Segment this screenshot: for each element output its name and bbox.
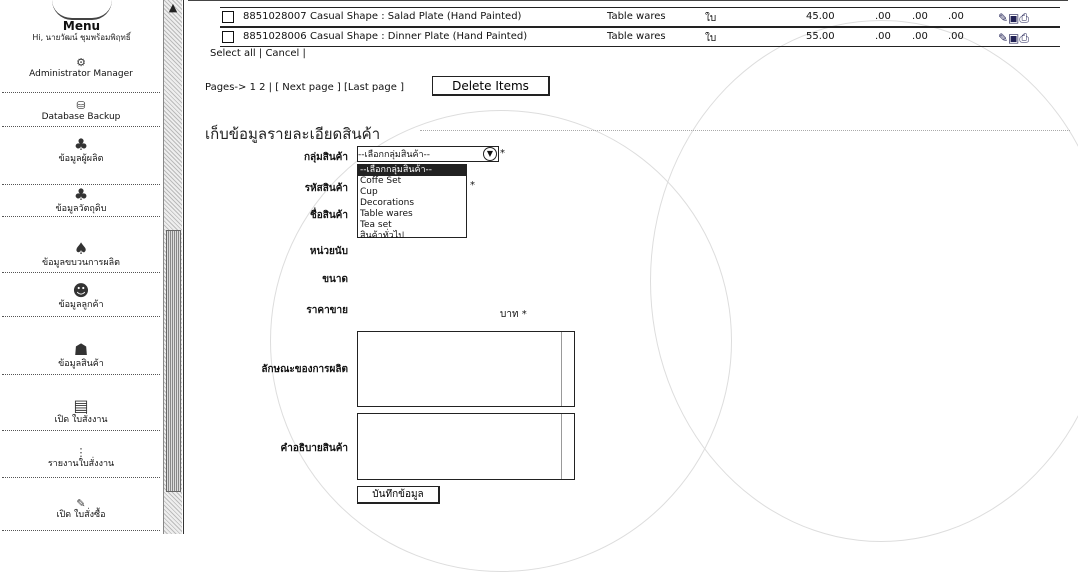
label-product-code: รหัสสินค้า bbox=[304, 183, 348, 194]
sidebar-item-label: ข้อมูลสินค้า bbox=[58, 359, 104, 369]
delete-items-button[interactable]: Delete Items bbox=[432, 76, 550, 96]
customer-icon: ☻ bbox=[72, 281, 90, 300]
label-size: ขนาด bbox=[322, 274, 348, 285]
sidebar-item-producer[interactable]: ♣ ข้อมูลผู้ผลิต bbox=[2, 136, 160, 185]
sidebar-item-label: เปิด ใบสั่งซื้อ bbox=[56, 510, 106, 520]
menu-header: Menu Hi, นายวัฒน์ ชุมพร้อมพิฤทธิ์ bbox=[0, 0, 163, 43]
sidebar-item-label: ข้อมูลผู้ผลิต bbox=[58, 154, 104, 164]
product-price: 55.00 bbox=[806, 31, 835, 42]
label-product-name: ชื่อสินค้า bbox=[309, 210, 348, 221]
admin-icon: ⚙ bbox=[76, 56, 86, 69]
table-row: 8851028006 Casual Shape : Dinner Plate (… bbox=[220, 27, 1060, 47]
label-unit: หน่วยนับ bbox=[309, 246, 348, 257]
row-action-icons[interactable]: ✎▣⎙ bbox=[998, 31, 1029, 45]
sidebar-item-purchase-order[interactable]: ✎ เปิด ใบสั่งซื้อ bbox=[2, 498, 160, 531]
sidebar-scrollbar[interactable]: ▲ bbox=[163, 0, 182, 534]
product-col-1: .00 bbox=[875, 31, 891, 42]
sidebar-item-database-backup[interactable]: ⛁ Database Backup bbox=[2, 100, 160, 127]
sidebar-item-work-order[interactable]: ▤ เปิด ใบสั่งงาน bbox=[2, 397, 160, 431]
sidebar-item-admin[interactable]: ⚙ Administrator Manager bbox=[2, 57, 160, 93]
process-icon: ♠ bbox=[73, 239, 89, 258]
label-product-group: กลุ่มสินค้า bbox=[303, 152, 348, 163]
product-category: Table wares bbox=[607, 11, 666, 22]
dropdown-option[interactable]: --เลือกกลุ่มสินค้า-- bbox=[358, 165, 466, 176]
producer-icon: ♣ bbox=[73, 135, 89, 154]
table-top-border bbox=[188, 0, 1068, 1]
menu-title: Menu bbox=[62, 19, 101, 33]
product-name: Casual Shape : Dinner Plate (Hand Painte… bbox=[310, 31, 528, 42]
product-icon: ☗ bbox=[73, 340, 89, 359]
table-row: 8851028007 Casual Shape : Salad Plate (H… bbox=[220, 7, 1060, 27]
product-col-3: .00 bbox=[948, 11, 964, 22]
required-mark: * bbox=[470, 180, 475, 191]
label-price: ราคาขาย bbox=[306, 305, 348, 316]
sidebar: Menu Hi, นายวัฒน์ ชุมพร้อมพิฤทธิ์ ⚙ Admi… bbox=[0, 0, 184, 534]
purchase-order-icon: ✎ bbox=[76, 497, 86, 510]
required-mark: * bbox=[500, 148, 505, 159]
product-code: 8851028006 bbox=[243, 31, 307, 42]
textarea-scrollbar[interactable] bbox=[561, 332, 574, 406]
database-icon: ⛁ bbox=[76, 99, 86, 112]
sidebar-item-material[interactable]: ♣ ข้อมูลวัตถุดิบ bbox=[2, 186, 160, 217]
product-group-select[interactable]: --เลือกกลุ่มสินค้า-- ▼ bbox=[357, 146, 499, 162]
sidebar-item-label: ข้อมูลลูกค้า bbox=[58, 300, 104, 310]
work-order-icon: ▤ bbox=[73, 396, 89, 415]
user-greeting: Hi, นายวัฒน์ ชุมพร้อมพิฤทธิ์ bbox=[32, 33, 131, 42]
sidebar-item-process[interactable]: ♠ ข้อมูลขบวนการผลิต bbox=[2, 240, 160, 273]
save-button[interactable]: บันทึกข้อมูล bbox=[357, 486, 440, 504]
dropdown-option[interactable]: Coffe Set bbox=[360, 176, 402, 186]
sidebar-item-label: รายงานใบสั่งงาน bbox=[47, 459, 115, 469]
menu-logo bbox=[51, 0, 112, 20]
product-price: 45.00 bbox=[806, 11, 835, 22]
product-description-textarea[interactable] bbox=[357, 413, 575, 480]
sidebar-item-customer[interactable]: ☻ ข้อมูลลูกค้า bbox=[2, 282, 160, 317]
scan-noise bbox=[420, 130, 1070, 133]
sidebar-item-label: ข้อมูลวัตถุดิบ bbox=[55, 204, 107, 214]
dropdown-option[interactable]: Decorations bbox=[360, 198, 415, 208]
scroll-up-icon[interactable]: ▲ bbox=[168, 1, 178, 14]
product-name: Casual Shape : Salad Plate (Hand Painted… bbox=[310, 11, 522, 22]
product-category: Table wares bbox=[607, 31, 666, 42]
production-feature-textarea[interactable] bbox=[357, 331, 575, 407]
sidebar-item-report[interactable]: ⋮ รายงานใบสั่งงาน bbox=[2, 447, 160, 478]
sidebar-item-label: เปิด ใบสั่งงาน bbox=[54, 415, 108, 425]
chevron-down-icon[interactable]: ▼ bbox=[483, 147, 497, 161]
sidebar-item-label: Administrator Manager bbox=[29, 69, 133, 79]
selected-value: --เลือกกลุ่มสินค้า-- bbox=[358, 150, 431, 160]
product-unit: ใบ bbox=[705, 33, 717, 44]
label-product-description: คำอธิบายสินค้า bbox=[280, 443, 348, 454]
product-col-2: .00 bbox=[912, 31, 928, 42]
watermark-ring bbox=[650, 20, 1078, 542]
product-group-dropdown[interactable]: --เลือกกลุ่มสินค้า-- Coffe Set Cup Decor… bbox=[357, 164, 467, 241]
row-checkbox[interactable] bbox=[222, 31, 234, 43]
dropdown-option[interactable]: สินค้าทั่วไป bbox=[360, 231, 404, 241]
pagination[interactable]: Pages-> 1 2 | [ Next page ] [Last page ] bbox=[205, 82, 404, 93]
row-checkbox[interactable] bbox=[222, 11, 234, 23]
report-icon: ⋮ bbox=[75, 446, 87, 459]
sidebar-item-label: ข้อมูลขบวนการผลิต bbox=[41, 258, 121, 268]
material-icon: ♣ bbox=[73, 185, 89, 204]
product-col-1: .00 bbox=[875, 11, 891, 22]
price-unit: บาท * bbox=[500, 309, 527, 320]
product-col-3: .00 bbox=[948, 31, 964, 42]
product-code: 8851028007 bbox=[243, 11, 307, 22]
select-all-links[interactable]: Select all | Cancel | bbox=[210, 48, 306, 59]
product-col-2: .00 bbox=[912, 11, 928, 22]
dropdown-option[interactable]: Table wares bbox=[360, 209, 413, 219]
sidebar-item-product[interactable]: ☗ ข้อมูลสินค้า bbox=[2, 341, 160, 375]
row-action-icons[interactable]: ✎▣⎙ bbox=[998, 11, 1029, 25]
sidebar-item-label: Database Backup bbox=[41, 112, 121, 122]
dropdown-option[interactable]: Cup bbox=[360, 187, 378, 197]
textarea-scrollbar[interactable] bbox=[561, 414, 574, 479]
scrollbar-thumb[interactable] bbox=[166, 230, 181, 492]
product-unit: ใบ bbox=[705, 13, 717, 24]
label-production-feature: ลักษณะของการผลิต bbox=[261, 364, 348, 375]
form-title: เก็บข้อมูลรายละเอียดสินค้า bbox=[205, 125, 381, 143]
dropdown-option[interactable]: Tea set bbox=[360, 220, 392, 230]
